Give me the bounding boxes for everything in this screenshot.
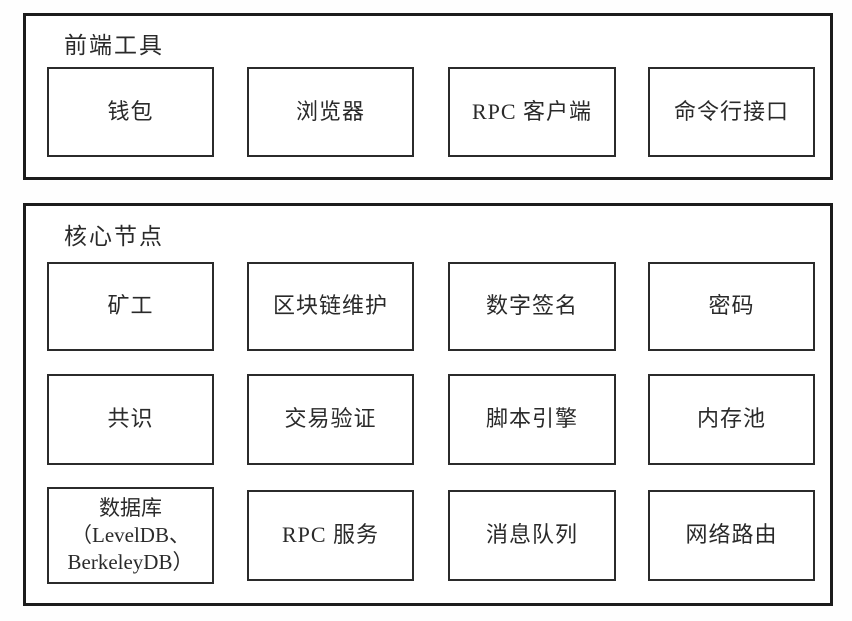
box-miner-label: 矿工 — [107, 293, 154, 319]
box-blockchain-maintenance: 区块链维护 — [247, 262, 414, 351]
box-rpc-service: RPC 服务 — [247, 490, 414, 581]
box-browser: 浏览器 — [247, 67, 414, 157]
box-database-label: 数据库 （LevelDB、 BerkeleyDB） — [67, 495, 194, 575]
box-network-routing-label: 网络路由 — [685, 522, 778, 548]
box-message-queue-label: 消息队列 — [485, 522, 578, 548]
box-cryptography-label: 密码 — [708, 293, 755, 319]
box-cli: 命令行接口 — [648, 67, 815, 157]
core-node-title: 核心节点 — [64, 224, 164, 249]
box-rpc-service-label: RPC 服务 — [281, 522, 380, 548]
box-miner: 矿工 — [47, 262, 214, 351]
front-end-tools-title: 前端工具 — [64, 33, 164, 58]
box-digital-signature: 数字签名 — [448, 262, 616, 351]
box-script-engine: 脚本引擎 — [448, 374, 616, 465]
box-rpc-client: RPC 客户端 — [448, 67, 616, 157]
box-consensus-label: 共识 — [107, 406, 154, 432]
box-message-queue: 消息队列 — [448, 490, 616, 581]
box-network-routing: 网络路由 — [648, 490, 815, 581]
box-blockchain-maintenance-label: 区块链维护 — [272, 293, 388, 319]
box-database: 数据库 （LevelDB、 BerkeleyDB） — [47, 487, 214, 584]
box-transaction-verification-label: 交易验证 — [284, 406, 377, 432]
box-digital-signature-label: 数字签名 — [485, 293, 578, 319]
box-mempool-label: 内存池 — [696, 406, 766, 432]
box-wallet-label: 钱包 — [107, 98, 154, 124]
box-cryptography: 密码 — [648, 262, 815, 351]
box-script-engine-label: 脚本引擎 — [485, 406, 578, 432]
box-wallet: 钱包 — [47, 67, 214, 157]
box-cli-label: 命令行接口 — [673, 98, 789, 124]
box-mempool: 内存池 — [648, 374, 815, 465]
box-rpc-client-label: RPC 客户端 — [471, 98, 593, 124]
box-consensus: 共识 — [47, 374, 214, 465]
box-transaction-verification: 交易验证 — [247, 374, 414, 465]
box-browser-label: 浏览器 — [295, 98, 365, 124]
